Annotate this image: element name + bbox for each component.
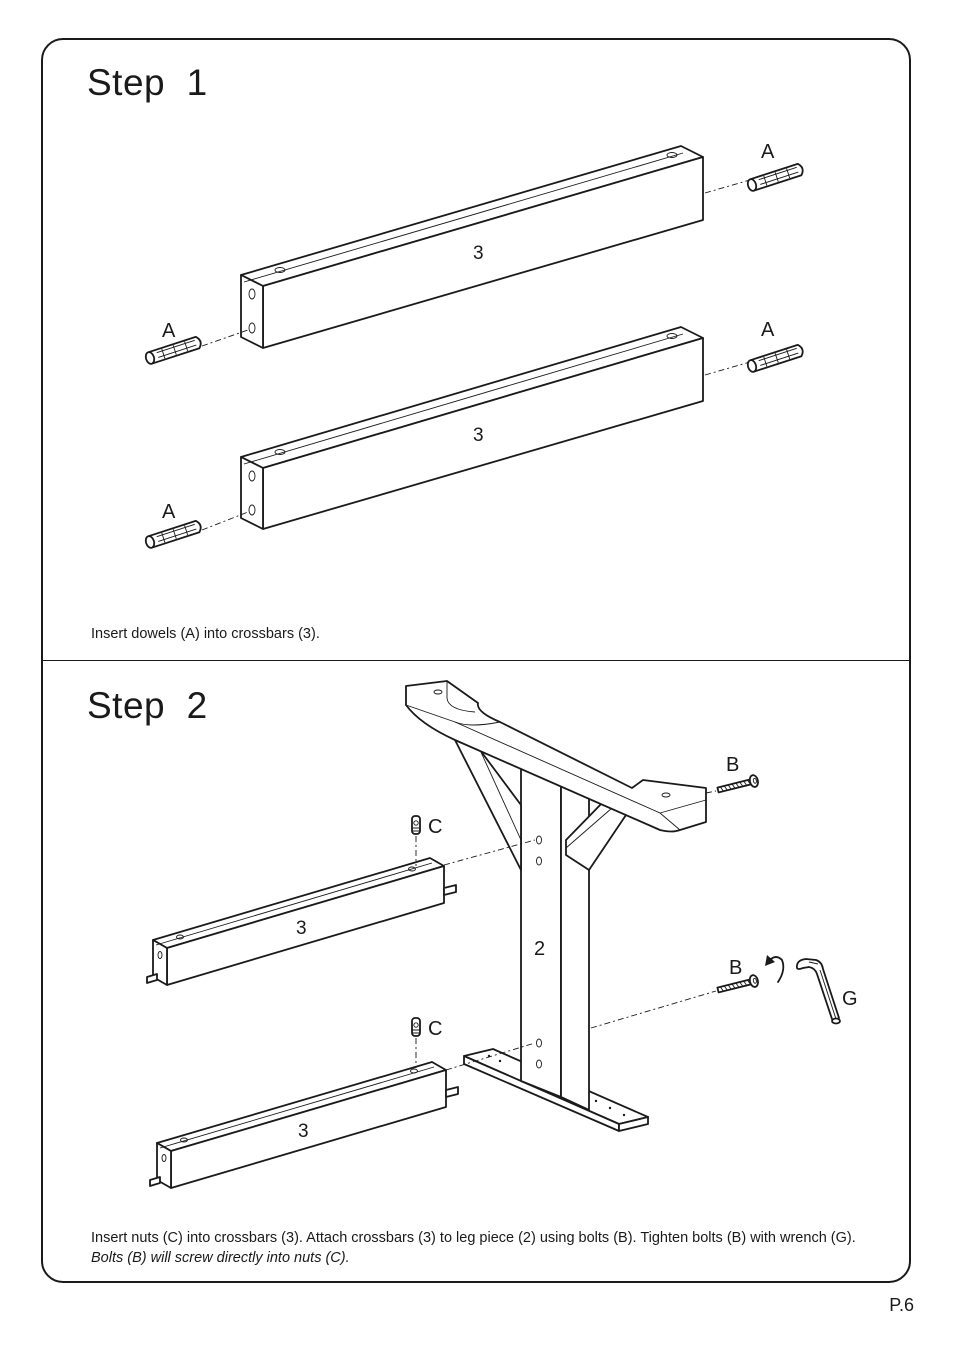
step1-crossbar-bottom: [240, 326, 704, 530]
step2-title: Step 2: [87, 685, 208, 726]
label-leg-2: 2: [534, 938, 545, 960]
rotation-arrow-icon: [765, 955, 785, 983]
label-bolt-b: B: [726, 754, 739, 776]
dowel-a-right-top: [745, 162, 806, 193]
label-crossbar-3: 3: [296, 918, 307, 939]
label-dowel-a: A: [162, 501, 176, 523]
label-nut-c: C: [428, 1018, 442, 1040]
step1-caption: Insert dowels (A) into crossbars (3).: [91, 626, 320, 642]
hex-wrench-icon: [796, 958, 841, 1025]
label-crossbar-3: 3: [473, 243, 484, 264]
page-number: P.6: [889, 1295, 914, 1315]
bolt-b-top: [715, 773, 761, 797]
label-dowel-a: A: [761, 141, 775, 163]
step2-crossbar-top: [146, 857, 457, 986]
leg-piece: [405, 680, 707, 1132]
label-bolt-b: B: [729, 957, 742, 979]
step1-title: Step 1: [87, 62, 208, 103]
label-dowel-a: A: [162, 320, 176, 342]
dowel-a-right-bottom: [745, 343, 806, 374]
label-crossbar-3: 3: [473, 425, 484, 446]
step-divider: [41, 660, 911, 661]
step2-crossbar-bottom: [149, 1061, 459, 1189]
nut-c-top: [411, 815, 421, 835]
step2-caption-text: Insert nuts (C) into crossbars (3). Atta…: [91, 1230, 856, 1246]
label-dowel-a: A: [761, 319, 775, 341]
step1-crossbar-top: [240, 145, 704, 349]
step2-caption: Insert nuts (C) into crossbars (3). Atta…: [91, 1228, 871, 1268]
step2-caption-note: Bolts (B) will screw directly into nuts …: [91, 1250, 350, 1266]
label-nut-c: C: [428, 816, 442, 838]
nut-c-bottom: [411, 1017, 421, 1037]
label-crossbar-3: 3: [298, 1121, 309, 1142]
label-wrench-g: G: [842, 988, 858, 1010]
dowel-a-left-bottom: [143, 519, 204, 550]
